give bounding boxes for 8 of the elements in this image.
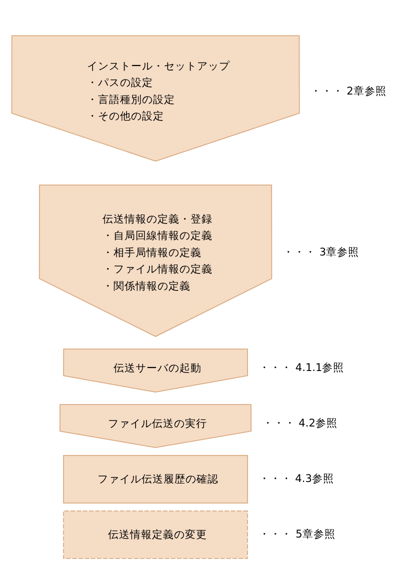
node-box: 伝送情報定義の変更 [63,510,248,559]
node-label: ・・・ 5章参照 [259,528,336,540]
node-label: ・・・ 4.3参照 [258,472,334,485]
node-label: ・・・ 4.2参照 [262,418,338,430]
node-label: ・・・ 2章参照 [310,85,386,98]
node-box: ファイル伝送履歴の確認 [63,455,248,504]
node-label: ・・・ 3章参照 [282,246,360,259]
node-label: ・・・ 4.1.1参照 [259,362,344,374]
